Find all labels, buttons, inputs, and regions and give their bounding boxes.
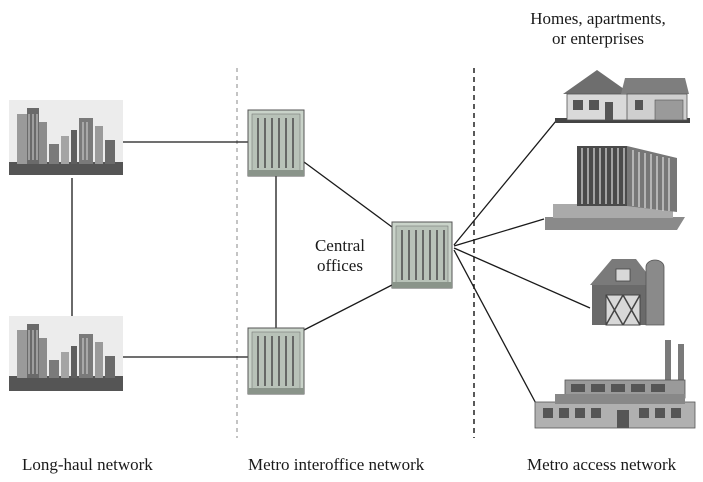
metro-access-network-label: Metro access network — [527, 455, 677, 474]
house-icon — [555, 70, 690, 123]
metro-interoffice-network-label: Metro interoffice network — [248, 455, 425, 474]
long-haul-network-label: Long-haul network — [22, 455, 153, 474]
barn-icon — [590, 259, 665, 326]
destinations-label: Homes, apartments, or enterprises — [530, 9, 666, 48]
connection-lines — [71, 120, 591, 412]
link-central-to-factory — [453, 249, 541, 412]
link-central-to-barn — [453, 247, 591, 309]
switch-rack-icon — [247, 327, 305, 395]
link-central-to-house — [453, 120, 557, 246]
link-office-bottom-to-central — [303, 284, 393, 331]
city-skyline-icon — [9, 100, 123, 175]
switch-rack-icon — [247, 109, 305, 177]
factory-icon — [534, 340, 696, 429]
city-skyline-icon — [9, 316, 123, 391]
central-offices-label: Central offices — [314, 236, 366, 275]
link-central-to-apartment — [453, 218, 545, 247]
switch-rack-icon — [391, 221, 453, 289]
link-office-top-to-central — [303, 161, 393, 228]
apartment-building-icon — [545, 146, 685, 230]
